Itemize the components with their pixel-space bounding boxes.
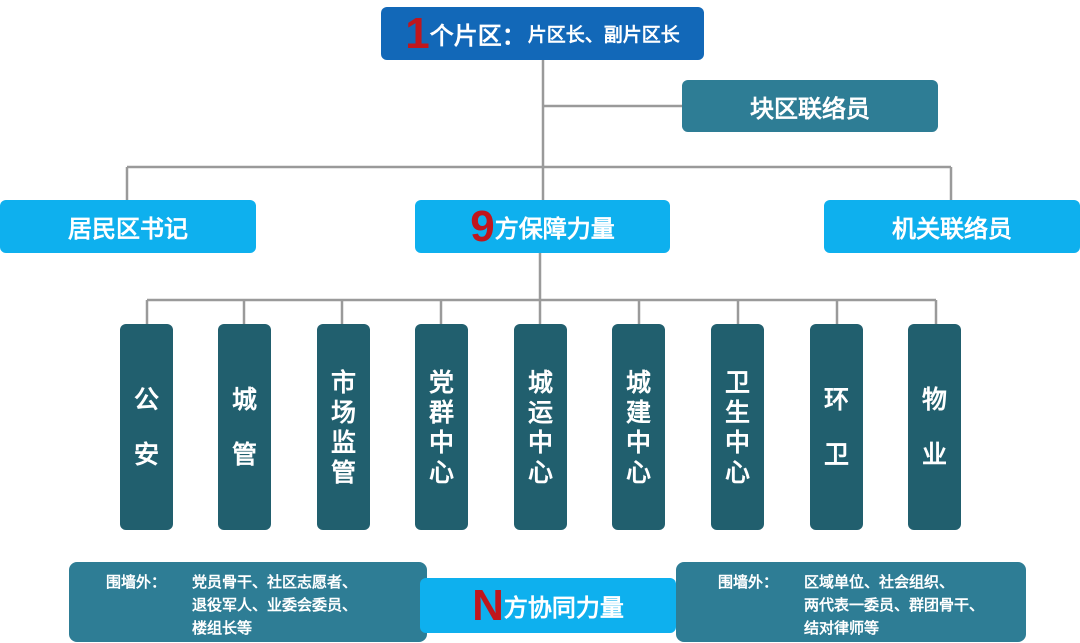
dept-char: 心 [724, 457, 750, 487]
dept-char: 环 [823, 385, 849, 414]
dept-char: 生 [724, 397, 750, 427]
district-count: 1 [405, 8, 430, 58]
district-title: 个片区： [429, 22, 526, 50]
dept-char: 中 [625, 427, 651, 457]
block-liaison-box: 块区联络员 [682, 80, 938, 132]
outside-wall-note-right: 围墙外： 区域单位、社会组织、 两代表一委员、群团骨干、 结对律师等 [676, 562, 1026, 642]
dept-char: 城 [625, 367, 651, 397]
dept-health-center: 卫 生 中 心 [711, 324, 764, 530]
district-box: 1 个片区： 片区长、副片区长 [381, 7, 704, 60]
resident-secretary-box: 居民区书记 [0, 200, 256, 253]
dept-char: 物 [921, 385, 947, 414]
dept-char: 业 [921, 440, 947, 469]
dept-char: 安 [133, 440, 159, 469]
dept-char: 场 [330, 397, 356, 427]
district-subtitle: 片区长、副片区长 [527, 24, 680, 46]
outside-wall-note-left: 围墙外： 党员骨干、社区志愿者、 退役军人、业委会委员、 楼组长等 [69, 562, 427, 642]
support-forces-title: 方保障力量 [494, 215, 615, 243]
dept-char: 党 [428, 367, 454, 397]
dept-sanitation: 环 卫 [810, 324, 863, 530]
dept-char: 公 [133, 385, 159, 414]
support-forces-count: 9 [470, 201, 495, 251]
dept-char: 卫 [823, 440, 849, 469]
dept-party-center: 党 群 中 心 [415, 324, 468, 530]
note-line: 楼组长等 [192, 619, 253, 637]
dept-market-supervision: 市 场 监 管 [317, 324, 370, 530]
agency-liaison-box: 机关联络员 [824, 200, 1080, 253]
dept-char: 卫 [724, 367, 750, 397]
dept-char: 心 [527, 457, 553, 487]
coordination-forces-box: N 方协同力量 [420, 578, 676, 633]
dept-char: 管 [330, 457, 356, 487]
dept-char: 心 [625, 457, 651, 487]
coordination-forces-title: 方协同力量 [503, 594, 624, 622]
coordination-forces-count: N [472, 580, 504, 630]
dept-city-operation-center: 城 运 中 心 [514, 324, 567, 530]
dept-public-security: 公 安 [120, 324, 173, 530]
dept-char: 中 [527, 427, 553, 457]
dept-char: 城 [527, 367, 553, 397]
support-forces-box: 9 方保障力量 [415, 200, 670, 253]
dept-property-management: 物 业 [908, 324, 961, 530]
note-label: 围墙外： [106, 573, 167, 591]
dept-char: 运 [527, 397, 553, 427]
note-line: 结对律师等 [804, 619, 880, 637]
dept-char: 中 [724, 427, 750, 457]
note-line: 区域单位、社会组织、 [804, 573, 955, 591]
note-line: 党员骨干、社区志愿者、 [192, 573, 358, 591]
dept-char: 建 [625, 397, 651, 427]
note-line: 退役军人、业委会委员、 [192, 596, 358, 614]
dept-construction-center: 城 建 中 心 [612, 324, 665, 530]
dept-char: 城 [231, 385, 257, 414]
dept-char: 监 [330, 427, 356, 457]
note-label: 围墙外： [718, 573, 779, 591]
note-line: 两代表一委员、群团骨干、 [804, 596, 985, 614]
dept-char: 心 [428, 457, 454, 487]
dept-char: 中 [428, 427, 454, 457]
dept-char: 管 [231, 440, 257, 469]
dept-urban-management: 城 管 [218, 324, 271, 530]
dept-char: 群 [428, 397, 454, 427]
dept-char: 市 [330, 367, 356, 397]
